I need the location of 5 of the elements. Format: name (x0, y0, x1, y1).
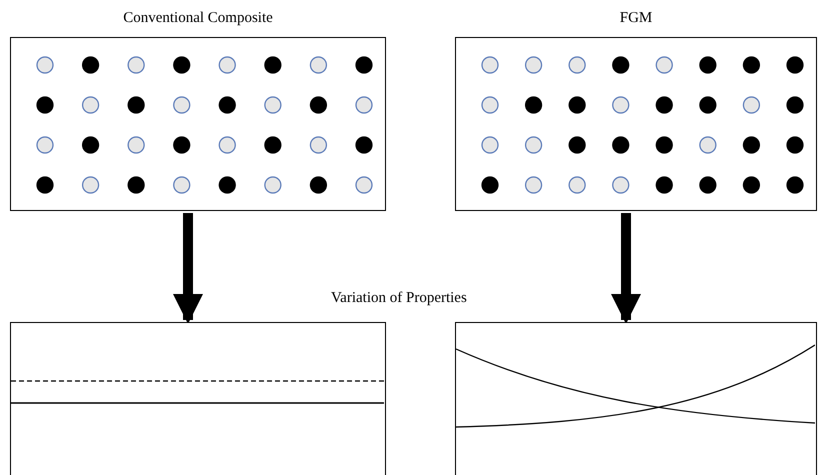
caption-text: Variation of Properties (331, 290, 467, 307)
arrow (173, 213, 203, 324)
panel-title: Conventional Composite (122, 10, 274, 27)
arrow (611, 213, 641, 324)
panel-title: FGM (618, 10, 654, 27)
